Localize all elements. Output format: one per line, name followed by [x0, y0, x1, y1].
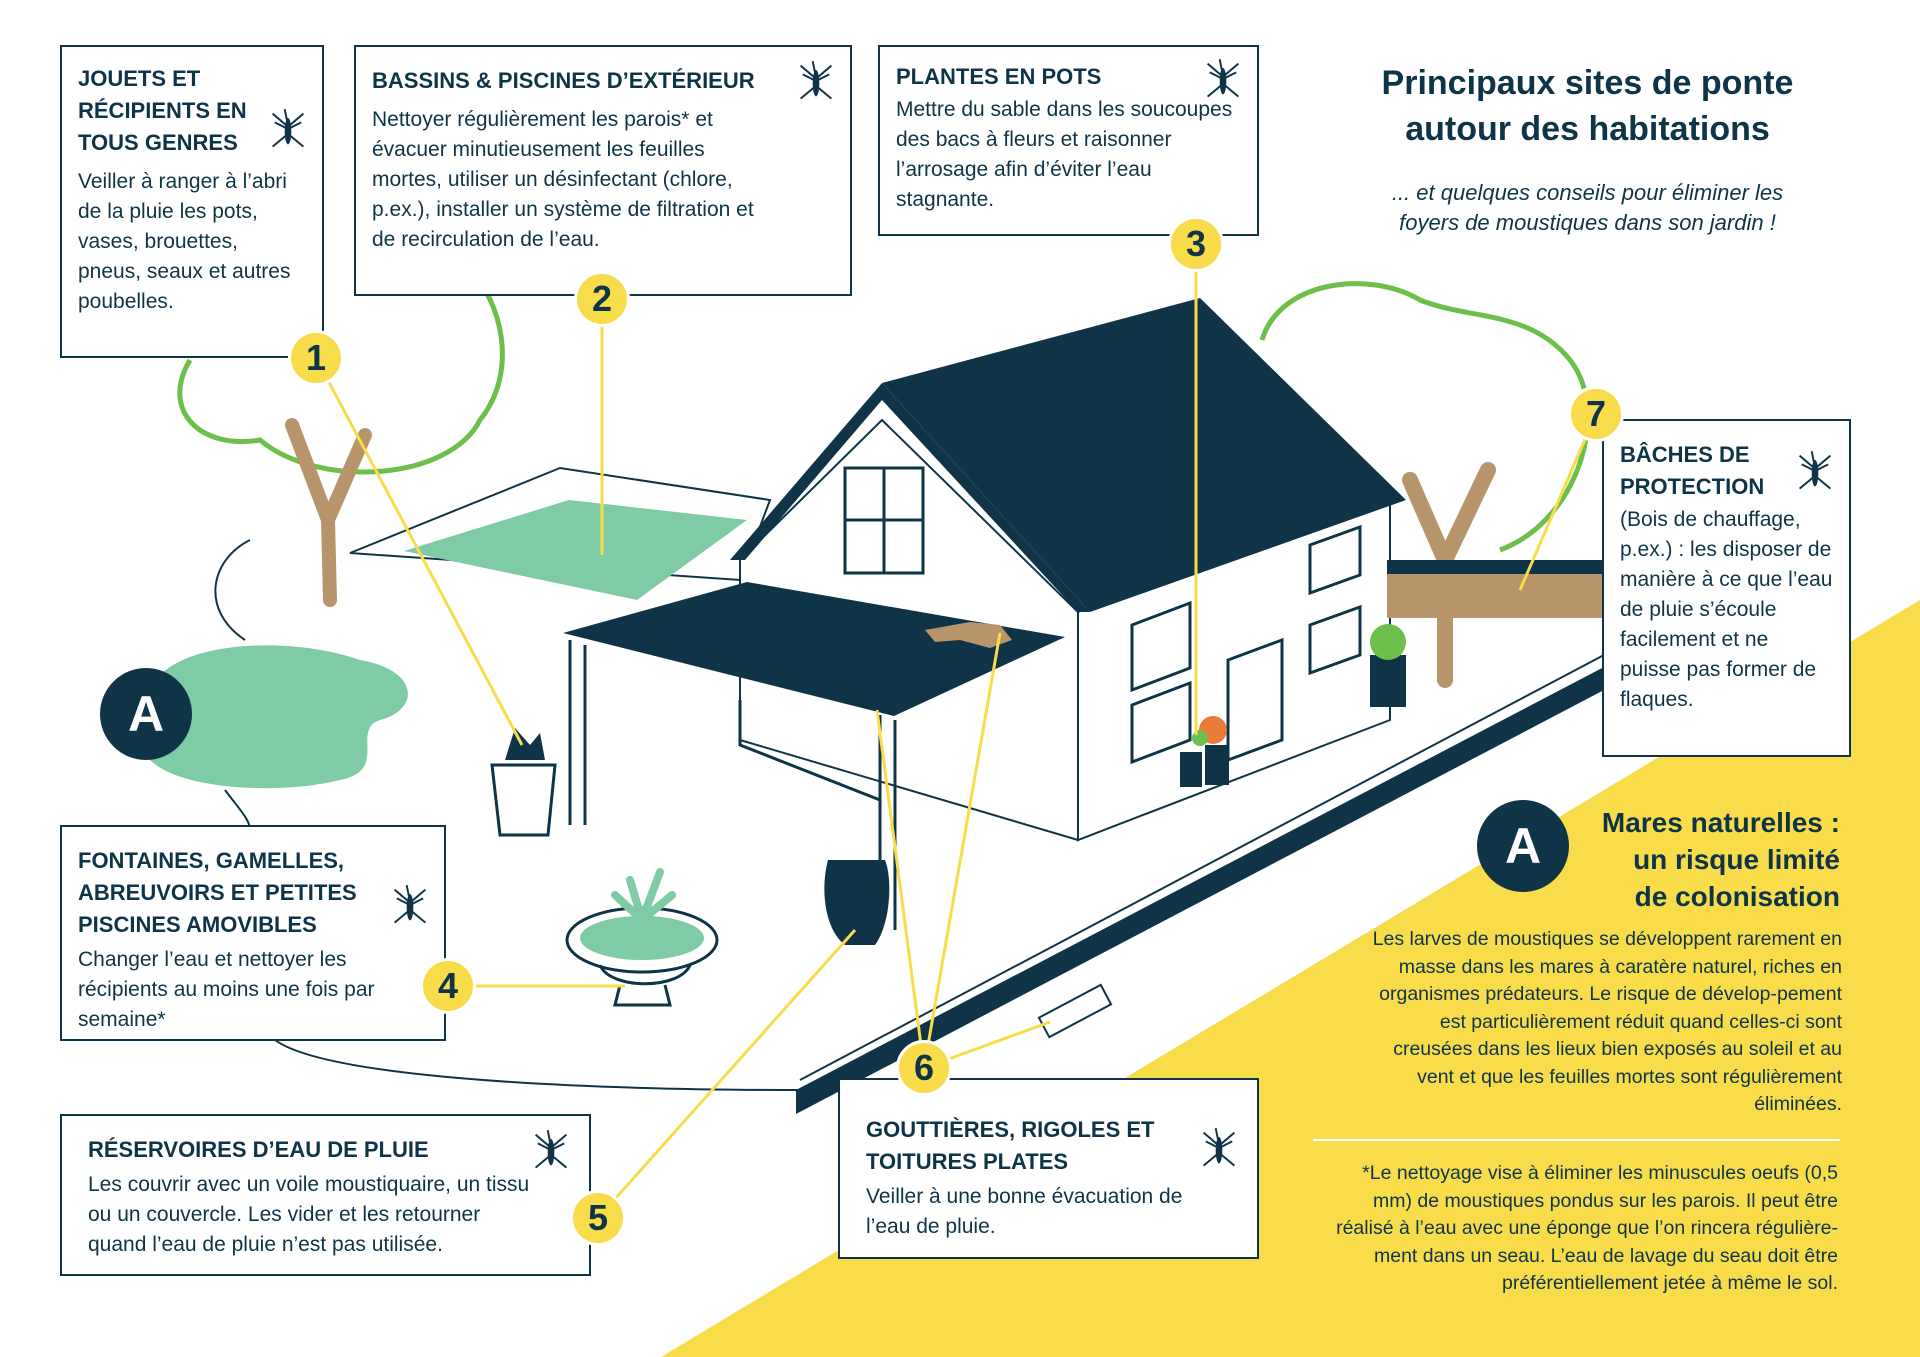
site-heading: BASSINS & PISCINES D’EXTÉRIEUR [372, 68, 755, 93]
pond-badge: A [100, 668, 192, 760]
site-text: Mettre du sable dans les soucoupes des b… [896, 98, 1233, 211]
side-window [1308, 604, 1362, 676]
site-heading: PLANTES EN POTS [896, 64, 1102, 89]
rain-barrel [824, 860, 890, 945]
callout-number-4: 4 [420, 958, 476, 1014]
street-curb [796, 667, 1604, 1114]
site-text: Veiller à une bonne évacuation de l’eau … [866, 1185, 1183, 1238]
mosquito-icon [534, 1129, 568, 1169]
title-block: Principaux sites de ponte autour des hab… [1360, 60, 1815, 238]
street-drain [1037, 983, 1113, 1039]
site-card-2: BASSINS & PISCINES D’EXTÉRIEUR Nettoyer … [354, 45, 852, 296]
site-text: Veiller à ranger à l’abri de la pluie le… [78, 170, 291, 313]
mares-heading-line: Mares naturelles : [1601, 807, 1840, 838]
plant-pot [1180, 752, 1202, 787]
site-heading: FONTAINES, GAMELLES, ABREUVOIRS ET PETIT… [78, 848, 357, 937]
mares-heading-line: de colonisation [1634, 881, 1840, 912]
side-window [1308, 524, 1362, 596]
mosquito-icon [271, 108, 305, 148]
dog [925, 622, 1012, 648]
site-card-1: JOUETS ET RÉCIPIENTS EN TOUS GENRES Veil… [60, 45, 324, 358]
site-text: (Bois de chauffage, p.ex.) : les dispose… [1620, 508, 1833, 711]
callout-lines [314, 244, 1598, 1219]
mosquito-icon [1206, 58, 1240, 98]
callout-number-5: 5 [570, 1190, 626, 1246]
site-heading: RÉSERVOIRES D’EAU DE PLUIE [88, 1137, 429, 1162]
mosquito-icon [1202, 1127, 1236, 1167]
callout-number-1: 1 [288, 330, 344, 386]
site-text: Nettoyer régulièrement les parois* et év… [372, 108, 754, 251]
tree-right-foliage [1259, 281, 1591, 553]
site-card-7: BÂCHES DE PROTECTION (Bois de chauffage,… [1602, 419, 1851, 757]
page-subtitle: ... et quelques conseils pour éliminer l… [1391, 180, 1784, 235]
pool-water [404, 500, 747, 600]
tree-left-foliage [177, 268, 505, 475]
site-text: Les couvrir avec un voile moustiquaire, … [88, 1173, 530, 1256]
mosquito-icon [1798, 450, 1832, 490]
door [1226, 637, 1284, 763]
callout-number-3: 3 [1168, 216, 1224, 272]
mares-heading: Mares naturelles : un risque limité de c… [1602, 804, 1840, 915]
site-heading: BÂCHES DE PROTECTION [1620, 442, 1765, 499]
callout-number-7: 7 [1568, 386, 1624, 442]
carport-posts [568, 640, 897, 930]
mosquito-icon [799, 60, 833, 100]
site-heading: GOUTTIÈRES, RIGOLES ET TOITURES PLATES [866, 1117, 1155, 1174]
footnote: *Le nettoyage vise à éliminer les minusc… [1336, 1162, 1838, 1294]
page-title: Principaux sites de ponte autour des hab… [1381, 64, 1794, 148]
site-card-3: PLANTES EN POTS Mettre du sable dans les… [878, 45, 1259, 236]
mares-badge: A [1477, 800, 1569, 892]
pond [138, 645, 408, 789]
callout-number-2: 2 [574, 271, 630, 327]
house-gable-edge [730, 383, 1090, 612]
callout-number-6: 6 [896, 1040, 952, 1096]
mares-text: Les larves de moustiques se développent … [1372, 928, 1842, 1115]
shrub-pot [1370, 655, 1406, 707]
divider [1313, 1139, 1840, 1141]
woodpile [1387, 570, 1602, 618]
site-heading: JOUETS ET RÉCIPIENTS EN TOUS GENRES [78, 66, 247, 155]
side-window [1130, 600, 1192, 693]
site-card-5: RÉSERVOIRES D’EAU DE PLUIE Les couvrir a… [60, 1114, 591, 1276]
site-text: Changer l’eau et nettoyer les récipients… [78, 948, 375, 1031]
side-window [1130, 680, 1192, 765]
bucket [490, 763, 557, 837]
tree-left-trunk [285, 418, 372, 607]
house-roof [882, 298, 1406, 612]
site-card-4: FONTAINES, GAMELLES, ABREUVOIRS ET PETIT… [60, 825, 446, 1041]
mosquito-icon [393, 884, 427, 924]
carport-roof [563, 582, 1065, 716]
mares-heading-line: un risque limité [1633, 844, 1840, 875]
site-card-6: GOUTTIÈRES, RIGOLES ET TOITURES PLATES V… [838, 1078, 1259, 1259]
